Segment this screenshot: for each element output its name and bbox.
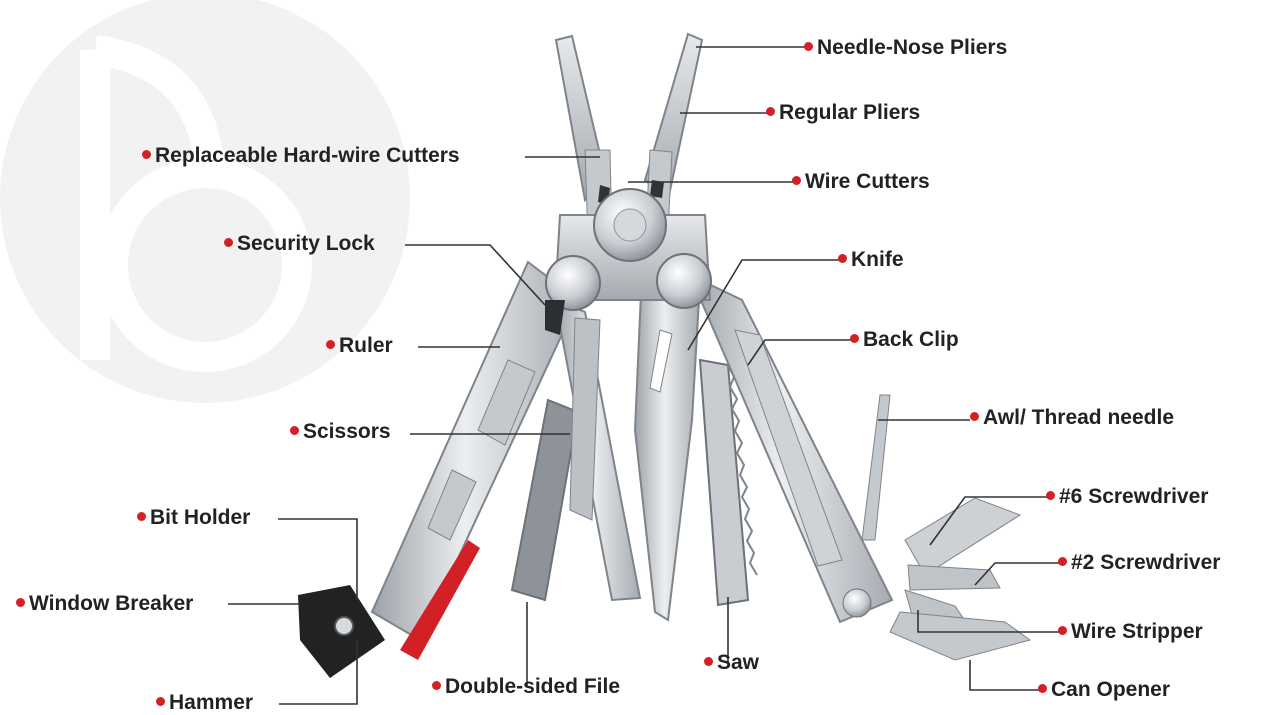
label-text: #6 Screwdriver bbox=[1059, 485, 1208, 508]
bullet-dot bbox=[224, 238, 233, 247]
label-bit-holder: Bit Holder bbox=[137, 506, 250, 530]
label-ruler: Ruler bbox=[326, 334, 393, 358]
bullet-dot bbox=[704, 657, 713, 666]
label-screwdriver-6: #6 Screwdriver bbox=[1046, 485, 1208, 509]
bullet-dot bbox=[766, 107, 775, 116]
label-text: Wire Stripper bbox=[1071, 620, 1203, 643]
label-knife: Knife bbox=[838, 248, 904, 272]
label-text: Saw bbox=[717, 651, 759, 674]
label-hard-wire-cutters: Replaceable Hard-wire Cutters bbox=[142, 144, 460, 168]
label-regular-pliers: Regular Pliers bbox=[766, 101, 920, 125]
label-scissors: Scissors bbox=[290, 420, 391, 444]
bullet-dot bbox=[1058, 557, 1067, 566]
saw-blade bbox=[700, 360, 748, 605]
bullet-dot bbox=[432, 681, 441, 690]
label-text: Bit Holder bbox=[150, 506, 250, 529]
label-text: Awl/ Thread needle bbox=[983, 406, 1174, 429]
bullet-dot bbox=[838, 254, 847, 263]
label-text: Window Breaker bbox=[29, 592, 193, 615]
label-text: Needle-Nose Pliers bbox=[817, 36, 1007, 59]
label-text: Security Lock bbox=[237, 232, 375, 255]
label-text: Ruler bbox=[339, 334, 393, 357]
label-back-clip: Back Clip bbox=[850, 328, 959, 352]
label-text: Wire Cutters bbox=[805, 170, 930, 193]
label-window-breaker: Window Breaker bbox=[16, 592, 193, 616]
label-hammer: Hammer bbox=[156, 691, 253, 715]
label-security-lock: Security Lock bbox=[224, 232, 375, 256]
bullet-dot bbox=[804, 42, 813, 51]
label-text: Knife bbox=[851, 248, 904, 271]
bullet-dot bbox=[1038, 684, 1047, 693]
fanned-tools bbox=[843, 395, 1030, 660]
label-text: Double-sided File bbox=[445, 675, 620, 698]
bullet-dot bbox=[970, 412, 979, 421]
bullet-dot bbox=[156, 697, 165, 706]
bullet-dot bbox=[326, 340, 335, 349]
bullet-dot bbox=[1058, 626, 1067, 635]
bullet-dot bbox=[1046, 491, 1055, 500]
bullet-dot bbox=[290, 426, 299, 435]
label-can-opener: Can Opener bbox=[1038, 678, 1170, 702]
label-wire-cutters: Wire Cutters bbox=[792, 170, 930, 194]
label-screwdriver-2: #2 Screwdriver bbox=[1058, 551, 1220, 575]
label-wire-stripper: Wire Stripper bbox=[1058, 620, 1203, 644]
label-awl: Awl/ Thread needle bbox=[970, 406, 1174, 430]
label-double-sided-file: Double-sided File bbox=[432, 675, 620, 699]
label-text: Replaceable Hard-wire Cutters bbox=[155, 144, 460, 167]
label-saw: Saw bbox=[704, 651, 759, 675]
label-needle-nose-pliers: Needle-Nose Pliers bbox=[804, 36, 1007, 60]
bullet-dot bbox=[850, 334, 859, 343]
label-text: Back Clip bbox=[863, 328, 959, 351]
label-text: Regular Pliers bbox=[779, 101, 920, 124]
knife-blade bbox=[635, 270, 700, 620]
bullet-dot bbox=[142, 150, 151, 159]
label-text: Scissors bbox=[303, 420, 391, 443]
label-text: Can Opener bbox=[1051, 678, 1170, 701]
bullet-dot bbox=[16, 598, 25, 607]
bullet-dot bbox=[792, 176, 801, 185]
bullet-dot bbox=[137, 512, 146, 521]
label-text: #2 Screwdriver bbox=[1071, 551, 1220, 574]
file-blade bbox=[512, 400, 578, 600]
